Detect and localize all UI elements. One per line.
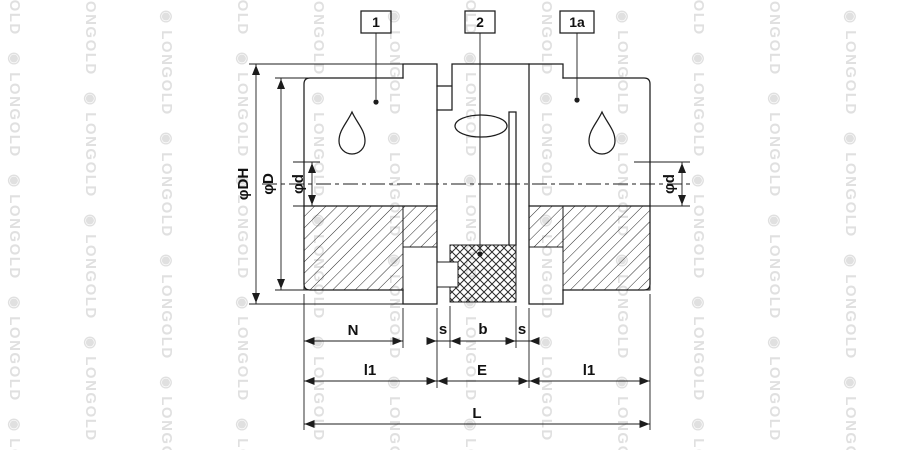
- watermark-text: ◉ LONGOLD: [538, 336, 555, 442]
- watermark-text: ◉ LONGOLD: [234, 418, 251, 450]
- left-hub-section: [303, 205, 404, 291]
- watermark-text: ◉ LONGOLD: [842, 254, 859, 360]
- watermark-text: ◉ LONGOLD: [386, 10, 403, 116]
- label-l1-right: l1: [583, 362, 596, 379]
- watermark-text: ◉ LONGOLD: [766, 214, 783, 320]
- watermark-text: ◉ LONGOLD: [234, 0, 251, 36]
- label-l-total: L: [472, 405, 481, 422]
- watermark-text: ◉ LONGOLD: [82, 214, 99, 320]
- callout-1-dot: [373, 99, 379, 105]
- watermark-text: ◉ LONGOLD: [6, 418, 23, 450]
- label-n: N: [348, 322, 359, 339]
- watermark-text: ◉ LONGOLD: [158, 132, 175, 238]
- label-s-right: s: [518, 321, 526, 338]
- watermark-layer: ◉ LONGOLD ◉ LONGOLD ◉ LONGOLD ◉ LONGOLD ◉ LO…: [6, 0, 859, 450]
- label-phi-d-bore-right: φd: [661, 174, 678, 194]
- callout-1a-label: 1a: [569, 14, 585, 30]
- watermark-text: ◉ LONGOLD: [690, 52, 707, 158]
- callout-2-dot: [477, 251, 483, 257]
- label-b: b: [478, 321, 487, 338]
- watermark-text: ◉ LONGOLD: [234, 174, 251, 280]
- teardrop-hole-left: [338, 110, 366, 155]
- watermark-text: ◉ LONGOLD: [842, 132, 859, 238]
- watermark-text: ◉ LONGOLD: [386, 376, 403, 450]
- watermark-text: ◉ LONGOLD: [690, 296, 707, 402]
- watermark-text: ◉ LONGOLD: [462, 418, 479, 450]
- callout-2-label: 2: [476, 14, 484, 30]
- extension-lines: [249, 63, 690, 430]
- callout-1a-dot: [574, 97, 580, 103]
- spider-lobe-ellipse: [454, 114, 508, 138]
- right-hub-section: [562, 205, 651, 291]
- watermark-text: ◉ LONGOLD: [234, 52, 251, 158]
- watermark-text: ◉ LONGOLD: [614, 10, 631, 116]
- watermark-text: ◉ LONGOLD: [82, 92, 99, 198]
- watermark-text: ◉ LONGOLD: [766, 0, 783, 76]
- watermark-text: ◉ LONGOLD: [766, 92, 783, 198]
- jaw-tooth-section: [436, 261, 459, 288]
- watermark-text: ◉ LONGOLD: [842, 10, 859, 116]
- section-hatching: [303, 205, 651, 303]
- dimension-labels: φDH φD φd φd N s b s l1 E l1 L: [235, 168, 678, 422]
- callout-1-label: 1: [372, 14, 380, 30]
- label-phi-dh: φDH: [235, 168, 252, 200]
- watermark-text: ◉ LONGOLD: [690, 418, 707, 450]
- watermark-text: ◉ LONGOLD: [690, 0, 707, 36]
- watermark-text: ◉ LONGOLD: [462, 0, 479, 36]
- watermark-text: ◉ LONGOLD: [158, 376, 175, 450]
- watermark-text: ◉ LONGOLD: [538, 92, 555, 198]
- middle-jaw-edges: [508, 111, 517, 246]
- watermark-text: ◉ LONGOLD: [310, 336, 327, 442]
- label-l1-left: l1: [364, 362, 377, 379]
- spider-section: [449, 244, 517, 303]
- watermark-text: ◉ LONGOLD: [462, 296, 479, 402]
- right-flange-section: [528, 205, 564, 248]
- watermark-text: ◉ LONGOLD: [6, 52, 23, 158]
- watermark-text: ◉ LONGOLD: [234, 296, 251, 402]
- callouts: 1 2 1a: [360, 10, 595, 257]
- watermark-text: ◉ LONGOLD: [6, 296, 23, 402]
- watermark-text: ◉ LONGOLD: [6, 174, 23, 280]
- label-phi-d-bore-left: φd: [290, 174, 307, 194]
- watermark-text: ◉ LONGOLD: [842, 376, 859, 450]
- dimension-lines: [252, 64, 686, 428]
- right-flange-outline: [528, 63, 564, 305]
- ext-bore-left: [293, 161, 320, 207]
- watermark-text: ◉ LONGOLD: [82, 0, 99, 76]
- label-phi-d: φD: [260, 173, 277, 195]
- left-flange-section: [402, 205, 438, 248]
- watermark-text: ◉ LONGOLD: [690, 174, 707, 280]
- watermark-text: ◉ LONGOLD: [158, 10, 175, 116]
- ext-bore-right: [634, 161, 690, 207]
- watermark-text: ◉ LONGOLD: [462, 52, 479, 158]
- teardrop-hole-right: [588, 110, 616, 155]
- watermark-text: ◉ LONGOLD: [6, 0, 23, 36]
- middle-jaw-outline: [436, 63, 530, 111]
- watermark-text: ◉ LONGOLD: [310, 92, 327, 198]
- watermark-text: ◉ LONGOLD: [310, 0, 327, 76]
- watermark-text: ◉ LONGOLD: [82, 336, 99, 442]
- label-e: E: [477, 362, 487, 379]
- watermark-text: ◉ LONGOLD: [614, 376, 631, 450]
- watermark-text: ◉ LONGOLD: [766, 336, 783, 442]
- watermark-text: ◉ LONGOLD: [158, 254, 175, 360]
- label-s-left: s: [439, 321, 447, 338]
- watermark-text: ◉ LONGOLD: [538, 0, 555, 76]
